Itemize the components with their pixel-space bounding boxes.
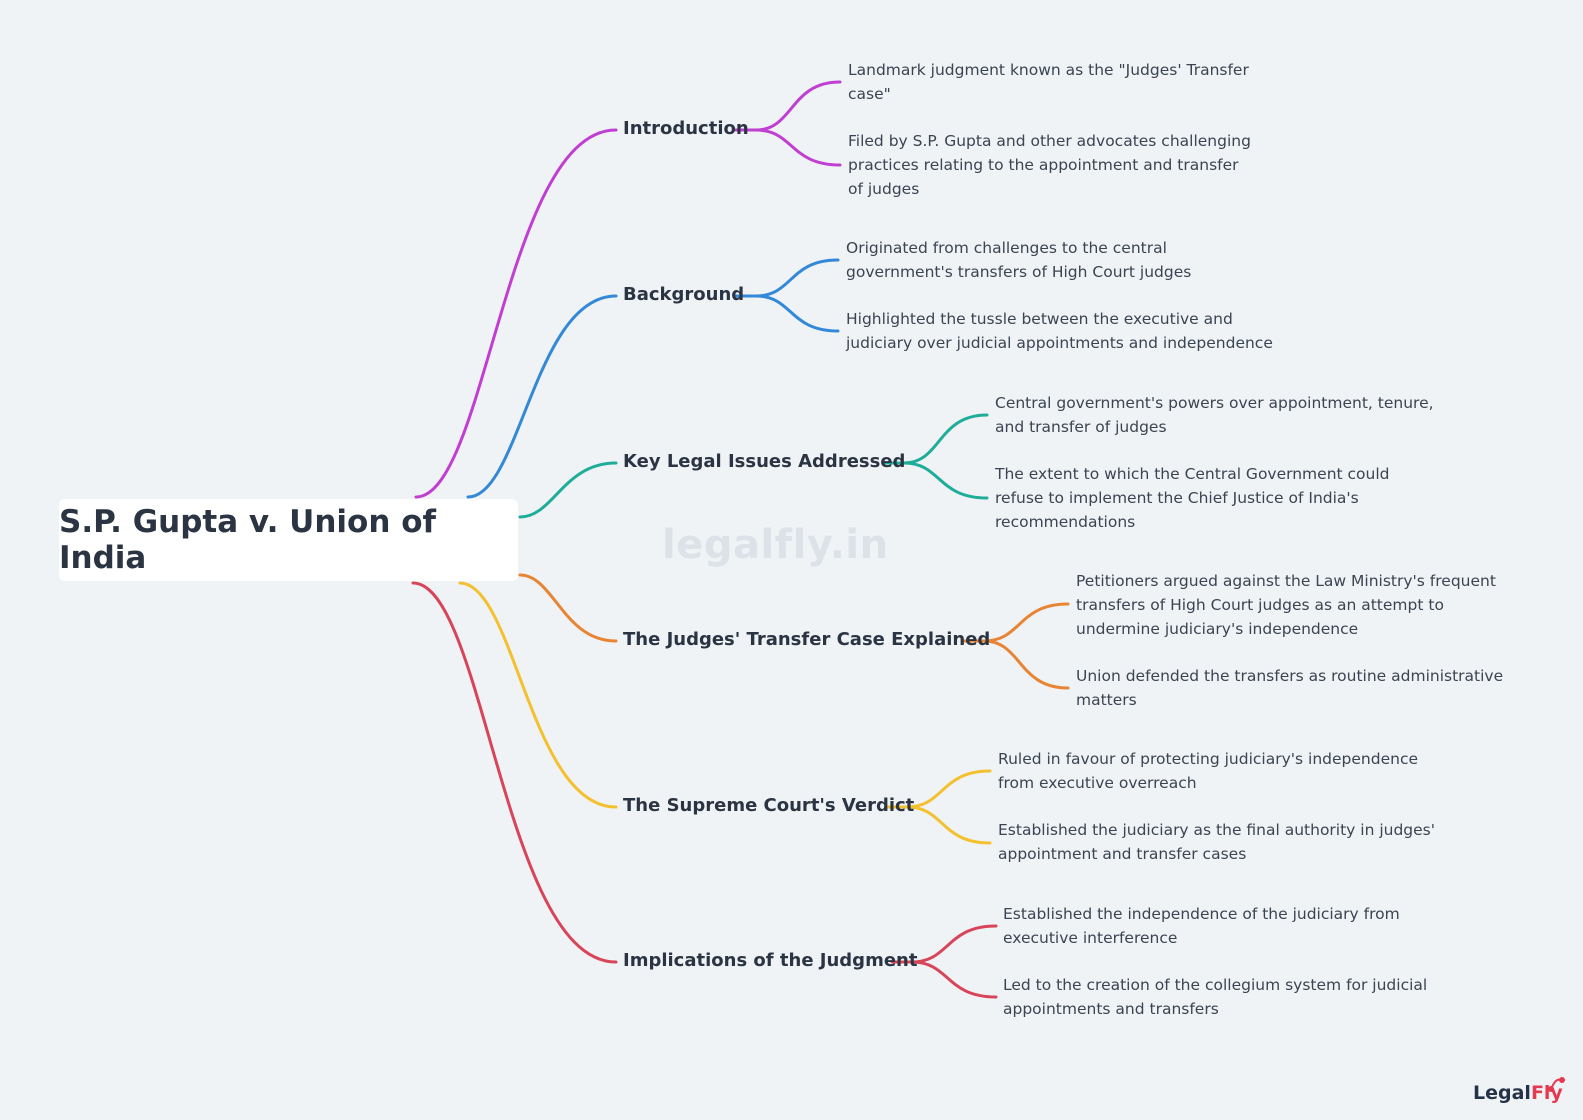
leaf-connector bbox=[902, 413, 989, 465]
leaf-node[interactable]: Landmark judgment known as the "Judges' … bbox=[848, 61, 1249, 103]
branch-connector bbox=[414, 128, 618, 499]
leaf-connector bbox=[754, 258, 840, 298]
leaf-connector bbox=[910, 960, 998, 999]
branch-connector bbox=[466, 294, 618, 499]
leaf-connector bbox=[982, 639, 1070, 690]
leaf-connector bbox=[902, 461, 989, 500]
logo-text-fly: Fly bbox=[1530, 1082, 1563, 1104]
leaf-node[interactable]: Ruled in favour of protecting judiciary'… bbox=[998, 750, 1418, 792]
branch-node[interactable]: The Supreme Court's Verdict bbox=[623, 795, 915, 816]
logo-text-legal: Legal bbox=[1473, 1082, 1531, 1104]
leaf-connector bbox=[754, 128, 842, 167]
branch-connector bbox=[458, 581, 618, 809]
leaf-node[interactable]: Established the independence of the judi… bbox=[1003, 905, 1400, 947]
root-title: S.P. Gupta v. Union of India bbox=[59, 504, 436, 576]
branch-node[interactable]: The Judges' Transfer Case Explained bbox=[623, 629, 991, 650]
leaf-connector bbox=[910, 924, 998, 964]
leaf-connector bbox=[905, 769, 992, 809]
branch-node[interactable]: Background bbox=[623, 284, 745, 305]
branch-node[interactable]: Introduction bbox=[623, 118, 749, 139]
leaf-node[interactable]: Central government's powers over appoint… bbox=[995, 394, 1434, 436]
branch-connector bbox=[518, 461, 618, 519]
leaf-node[interactable]: Petitioners argued against the Law Minis… bbox=[1076, 572, 1496, 638]
brand-logo: LegalFly bbox=[1473, 1082, 1563, 1104]
leaf-node[interactable]: Filed by S.P. Gupta and other advocates … bbox=[848, 132, 1251, 198]
leaf-connector bbox=[754, 80, 842, 132]
leaf-node[interactable]: Established the judiciary as the final a… bbox=[998, 821, 1436, 863]
leaf-node[interactable]: Union defended the transfers as routine … bbox=[1076, 667, 1504, 709]
watermark-text: legalfly.in bbox=[662, 522, 889, 568]
root-node[interactable]: S.P. Gupta v. Union of India bbox=[59, 499, 518, 581]
branch-node[interactable]: Implications of the Judgment bbox=[623, 950, 918, 971]
leaf-connector bbox=[905, 805, 992, 845]
leaf-node[interactable]: Highlighted the tussle between the execu… bbox=[846, 310, 1273, 352]
leaf-connector bbox=[982, 602, 1070, 643]
branch-connector bbox=[411, 581, 618, 964]
branch-connector bbox=[518, 573, 618, 643]
logo-fly-icon bbox=[1548, 1077, 1565, 1092]
branch-node[interactable]: Key Legal Issues Addressed bbox=[623, 451, 906, 472]
leaf-connector bbox=[754, 294, 840, 333]
leaf-node[interactable]: Originated from challenges to the centra… bbox=[846, 239, 1192, 281]
leaf-node[interactable]: The extent to which the Central Governme… bbox=[995, 465, 1390, 531]
leaf-node[interactable]: Led to the creation of the collegium sys… bbox=[1003, 976, 1428, 1018]
